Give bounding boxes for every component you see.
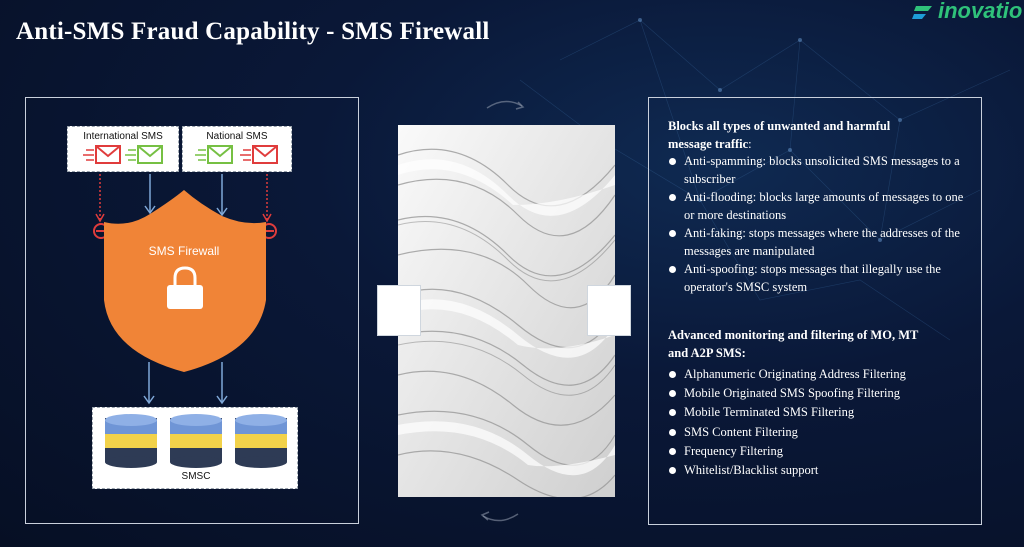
list-item: Whitelist/Blacklist support (668, 462, 968, 480)
abstract-waves-graphic (398, 125, 615, 497)
abstract-waves-image (398, 125, 615, 497)
left-placeholder-square (377, 285, 421, 336)
heading1-line1: Blocks all types of unwanted and harmful (668, 119, 891, 133)
inovatio-logo: inovatio (912, 0, 1022, 26)
forward-flow-arrow (143, 362, 155, 405)
database-icon (235, 414, 287, 468)
smsc-box: SMSC (92, 407, 298, 489)
list-item: Anti-faking: stops messages where the ad… (668, 225, 968, 260)
page-title: Anti-SMS Fraud Capability - SMS Firewall (16, 18, 490, 45)
heading1-colon: : (748, 137, 752, 151)
allowed-sms-envelope-icon (195, 145, 233, 164)
allowed-flow-arrow (144, 174, 156, 215)
sms-firewall-shield (104, 190, 266, 372)
heading1-line2: message traffic (668, 137, 749, 151)
blocked-sms-envelope-icon (240, 145, 278, 164)
list-item: Alphanumeric Originating Address Filteri… (668, 366, 968, 384)
list-item: Anti-spamming: blocks unsolicited SMS me… (668, 153, 968, 188)
filtering-list: Alphanumeric Originating Address Filteri… (668, 366, 968, 481)
firewall-diagram-panel (25, 97, 359, 524)
right-placeholder-square (587, 285, 631, 336)
heading2-line2: and A2P SMS: (668, 346, 746, 360)
forward-flow-arrow (216, 362, 228, 405)
national-sms-label: National SMS (206, 131, 268, 142)
allowed-sms-envelope-icon (125, 145, 163, 164)
list-item: Frequency Filtering (668, 443, 968, 461)
monitoring-heading: Advanced monitoring and filtering of MO,… (668, 326, 968, 362)
allowed-flow-arrow (216, 174, 228, 217)
sms-firewall-label: SMS Firewall (148, 244, 220, 258)
international-sms-label: International SMS (83, 131, 163, 142)
database-icon (105, 414, 157, 468)
list-item: Mobile Originated SMS Spoofing Filtering (668, 385, 968, 403)
list-item: SMS Content Filtering (668, 424, 968, 442)
database-icons (105, 414, 287, 468)
list-item: Anti-spoofing: stops messages that illeg… (668, 261, 968, 296)
smsc-label: SMSC (181, 471, 211, 482)
protection-list: Anti-spamming: blocks unsolicited SMS me… (668, 153, 968, 297)
heading2-line1: Advanced monitoring and filtering of MO,… (668, 328, 919, 342)
features-panel: Blocks all types of unwanted and harmful… (648, 97, 982, 525)
logo-mark-icon (912, 6, 932, 19)
unwanted-traffic-heading: Blocks all types of unwanted and harmful… (668, 117, 968, 153)
international-sms-box: International SMS (67, 126, 179, 172)
list-item: Mobile Terminated SMS Filtering (668, 404, 968, 422)
blocked-sms-envelope-icon (83, 145, 121, 164)
database-icon (170, 414, 222, 468)
list-item: Anti-flooding: blocks large amounts of m… (668, 189, 968, 224)
logo-text: inovatio (938, 0, 1023, 23)
lock-icon (167, 266, 203, 309)
